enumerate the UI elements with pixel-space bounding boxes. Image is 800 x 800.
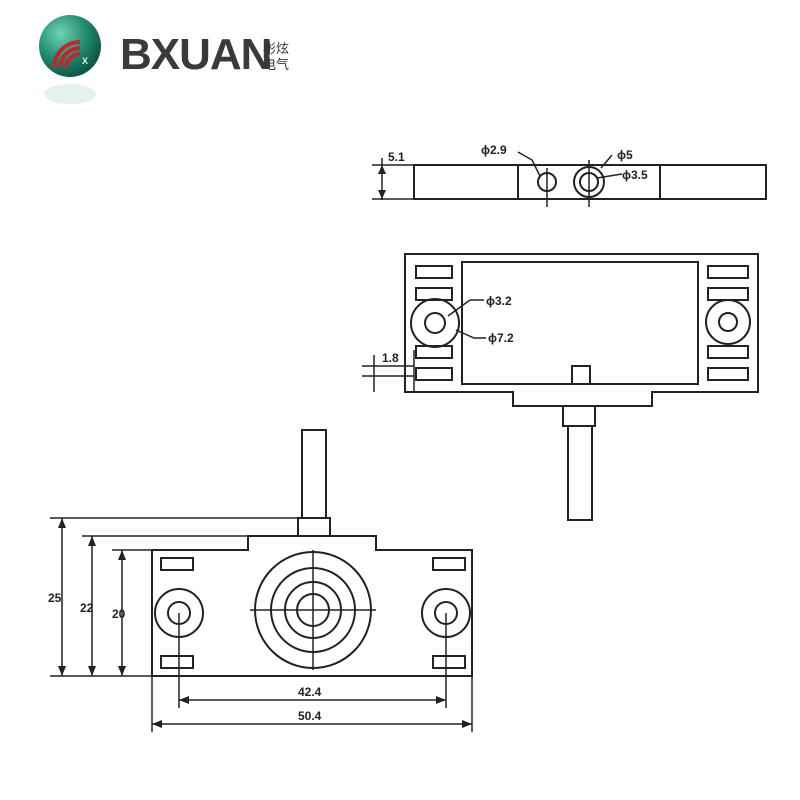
brand-name: BXUAN <box>120 30 272 79</box>
brand-chinese: 彬炫 电气 <box>263 42 289 74</box>
dim-slot: 1.8 <box>382 351 399 365</box>
top-view <box>372 151 767 207</box>
dim-plan-hole-inner: ϕ3.2 <box>486 294 512 308</box>
dim-thickness: 5.1 <box>388 150 405 164</box>
dim-hole-outer: ϕ5 <box>617 148 633 162</box>
front-view-body <box>151 535 473 677</box>
dim-height-mid: 22 <box>80 601 94 615</box>
logo-letter: x <box>82 53 88 67</box>
plan-view-shaft <box>567 425 593 521</box>
logo-icon: x <box>39 15 101 104</box>
plan-view <box>362 253 759 521</box>
top-view-body <box>413 164 767 200</box>
plan-view-left-outer-hole <box>410 298 460 348</box>
dim-hole-inner: ϕ3.5 <box>622 168 648 182</box>
dim-height-total: 25 <box>48 591 62 605</box>
plan-view-body <box>404 253 759 407</box>
dim-height-body: 20 <box>112 607 126 621</box>
brand-logo: x <box>36 12 316 108</box>
brand-cn-line2: 电气 <box>263 58 290 73</box>
dim-plan-hole-outer: ϕ7.2 <box>488 331 514 345</box>
plan-view-right-outer-hole <box>705 299 751 345</box>
dim-width-total: 50.4 <box>298 709 322 723</box>
dim-hole-small: ϕ2.9 <box>481 143 507 157</box>
brand-cn-line1: 彬炫 <box>263 42 290 57</box>
front-view-shaft <box>301 429 327 519</box>
front-view <box>50 429 473 732</box>
dim-hole-spacing: 42.4 <box>298 685 322 699</box>
